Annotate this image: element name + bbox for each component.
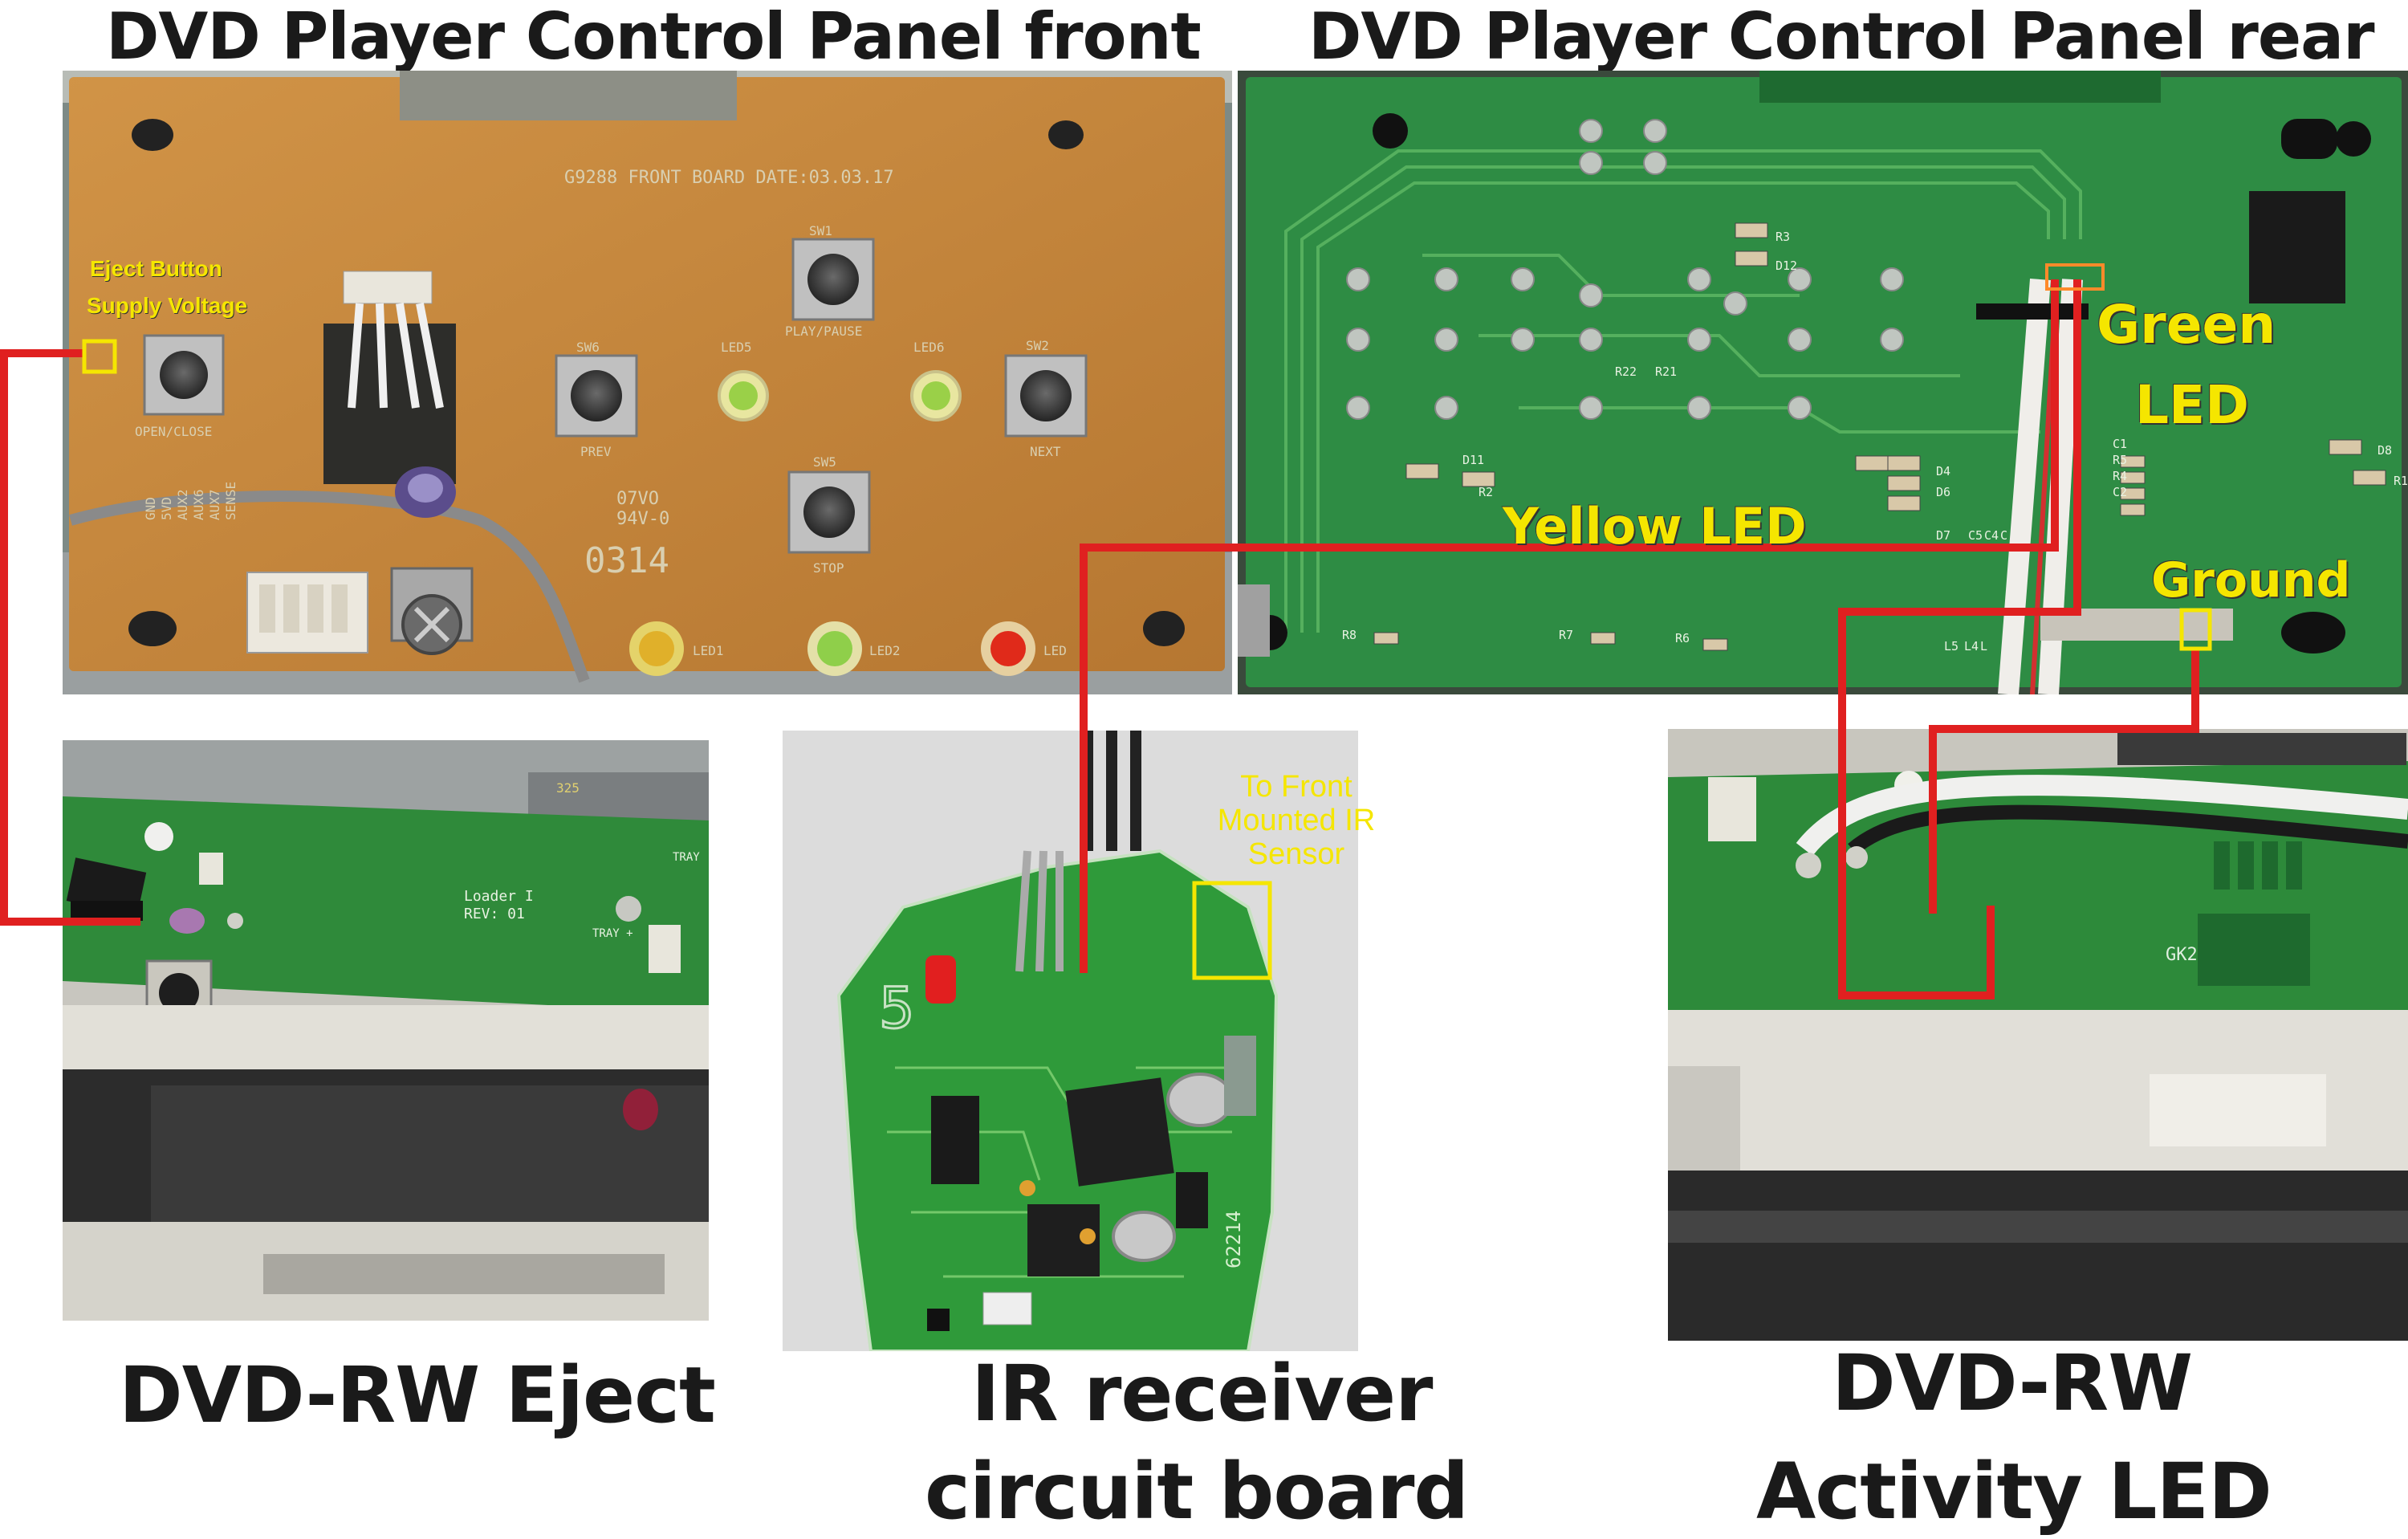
rating-label: 07VO bbox=[616, 489, 659, 509]
activity-caption-2: Activity LED bbox=[1756, 1447, 2272, 1537]
svg-text:94V-0: 94V-0 bbox=[616, 509, 669, 529]
board-code: 0314 bbox=[584, 540, 669, 581]
pin-label: SENSE bbox=[223, 482, 238, 520]
led6-label: LED6 bbox=[913, 340, 945, 355]
activity-led-photo: GK2 bbox=[1668, 729, 2408, 1341]
tray-label: TRAY + bbox=[592, 927, 633, 940]
component-ref: D12 bbox=[1775, 259, 1797, 273]
component-ref: R2 bbox=[1479, 485, 1493, 499]
component-ref: L5 bbox=[1944, 639, 1959, 653]
board-number: 5 bbox=[879, 975, 915, 1041]
pin-label: AUX7 bbox=[207, 489, 222, 520]
tray-top-label: TRAY bbox=[673, 851, 700, 864]
component-ref: C4 bbox=[1984, 528, 1999, 543]
component-ref: R6 bbox=[1675, 631, 1690, 645]
eject-supply-label-1: Eject Button bbox=[90, 256, 222, 281]
component-ref: C5 bbox=[1968, 528, 1983, 543]
green-led-label-1: Green bbox=[2097, 294, 2276, 356]
pin-label: 5VD bbox=[159, 497, 174, 520]
gk2-label: GK2 bbox=[2166, 945, 2198, 965]
ir-caption-2: circuit board bbox=[925, 1447, 1469, 1537]
sw5-label: SW5 bbox=[813, 454, 836, 470]
stop-label: STOP bbox=[813, 560, 844, 576]
component-ref: L bbox=[1980, 639, 1987, 653]
ir-sensor-label: To Front Mounted IR Sensor bbox=[1176, 770, 1417, 871]
eject-photo: Loader I REV: 01 TRAY + TRAY 325 bbox=[63, 740, 709, 1321]
rear-panel-title: DVD Player Control Panel rear bbox=[1308, 0, 2375, 74]
prev-label: PREV bbox=[580, 444, 612, 459]
sw2-label: SW2 bbox=[1026, 338, 1049, 353]
pin-label: AUX2 bbox=[175, 489, 190, 520]
component-ref: D6 bbox=[1936, 485, 1950, 499]
pin-label: AUX6 bbox=[191, 489, 206, 520]
sw1-label: SW1 bbox=[809, 223, 832, 238]
activity-caption-1: DVD-RW bbox=[1832, 1338, 2193, 1428]
component-ref: D11 bbox=[1462, 453, 1484, 467]
sw6-label: SW6 bbox=[576, 340, 600, 355]
ir-caption-1: IR receiver bbox=[971, 1349, 1433, 1439]
next-label: NEXT bbox=[1030, 444, 1061, 459]
play-pause-label: PLAY/PAUSE bbox=[785, 324, 862, 339]
yellow-led-label: Yellow LED bbox=[1503, 497, 1807, 556]
component-ref: R3 bbox=[1775, 230, 1790, 244]
eject-caption: DVD-RW Eject bbox=[119, 1350, 716, 1440]
rev-label: REV: 01 bbox=[464, 906, 525, 922]
led3-label: LED bbox=[1043, 643, 1067, 658]
led5-label: LED5 bbox=[721, 340, 752, 355]
component-ref: C2 bbox=[2113, 485, 2127, 499]
component-ref: R5 bbox=[2113, 453, 2127, 467]
green-led-label-2: LED bbox=[2135, 374, 2249, 436]
front-board-header: G9288 FRONT BOARD DATE:03.03.17 bbox=[564, 168, 894, 188]
pin-label: GND bbox=[143, 497, 158, 520]
component-ref: C bbox=[2000, 528, 2007, 543]
component-ref: C1 bbox=[2113, 437, 2127, 451]
component-ref: R1 bbox=[2394, 474, 2408, 488]
ground-label: Ground bbox=[2151, 552, 2351, 609]
component-ref: R8 bbox=[1342, 628, 1357, 642]
loader-label: Loader I bbox=[464, 888, 534, 905]
led1-label: LED1 bbox=[693, 643, 724, 658]
ir-sensor-line-2: Mounted IR bbox=[1217, 803, 1376, 837]
open-close-label: OPEN/CLOSE bbox=[135, 424, 212, 439]
eject-supply-label-2: Supply Voltage bbox=[87, 293, 248, 318]
component-ref: R4 bbox=[2113, 469, 2127, 483]
front-panel-photo: G9288 FRONT BOARD DATE:03.03.17 SW1 PLAY… bbox=[63, 71, 1232, 694]
ir-receiver-photo: 5 62214 bbox=[783, 731, 1358, 1351]
component-ref: D8 bbox=[2377, 443, 2392, 458]
ir-sensor-line-3: Sensor bbox=[1247, 837, 1345, 871]
component-ref: D7 bbox=[1936, 528, 1950, 543]
board-code-ir: 62214 bbox=[1222, 1211, 1245, 1268]
component-ref: R21 bbox=[1655, 364, 1677, 379]
part-number: 325 bbox=[556, 780, 580, 796]
component-ref: L4 bbox=[1964, 639, 1979, 653]
ir-sensor-line-1: To Front bbox=[1240, 770, 1352, 804]
component-ref: R7 bbox=[1559, 628, 1573, 642]
front-panel-title: DVD Player Control Panel front bbox=[106, 0, 1202, 74]
component-ref: R22 bbox=[1615, 364, 1637, 379]
component-ref: D4 bbox=[1936, 464, 1950, 478]
led2-label: LED2 bbox=[869, 643, 901, 658]
